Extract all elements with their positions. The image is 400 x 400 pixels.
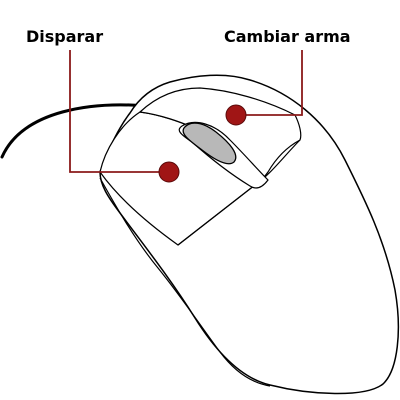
scroll-wheel <box>182 122 237 165</box>
mouse-side-contour <box>99 177 271 387</box>
right-button-label: Cambiar arma <box>224 27 351 46</box>
left-button-label: Disparar <box>26 27 104 46</box>
right-button-marker <box>225 104 247 126</box>
right-label-leader-line <box>238 50 303 116</box>
left-button-marker <box>158 161 180 183</box>
left-label-leader-line <box>69 50 165 173</box>
